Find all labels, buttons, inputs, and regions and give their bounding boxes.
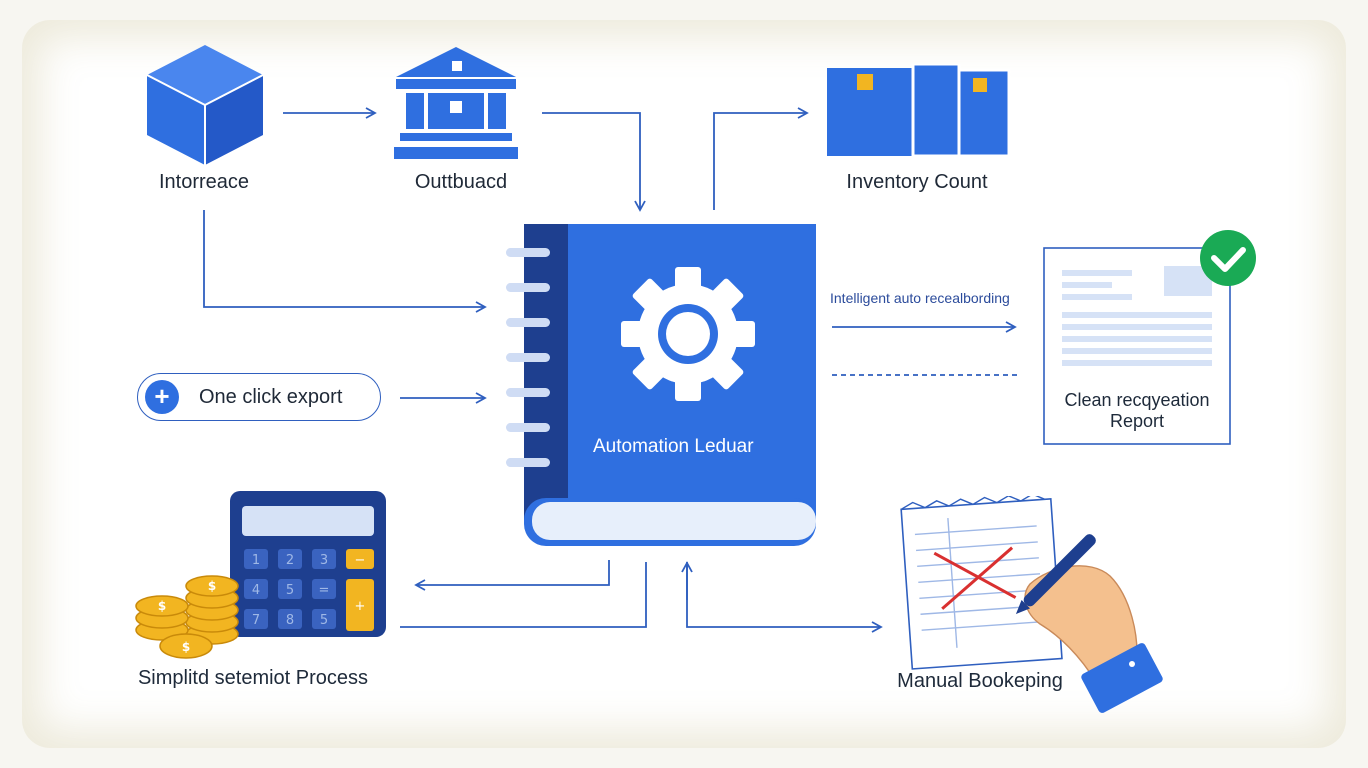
calculator-key: [278, 549, 302, 569]
pen-icon: [1015, 534, 1096, 615]
calculator-key: [278, 609, 302, 629]
clean-report-line-1: Clean recqyeation: [1064, 390, 1210, 410]
coins-icon: $ $ $: [135, 575, 239, 659]
hand-icon: [1024, 565, 1163, 713]
calculator-icon: 1 2 3 − 4 5 = +7 8 5: [230, 491, 386, 637]
calculator-key-label: 4: [252, 583, 260, 598]
ledger-book-icon: [506, 224, 816, 546]
calculator-key: [346, 549, 374, 569]
cube-icon: [146, 45, 264, 165]
report-document-icon: [1043, 230, 1256, 445]
manual-bookkeeping-illustration: [900, 496, 1163, 713]
calculator-key: [312, 609, 336, 629]
boxes-icon: [827, 64, 1011, 158]
arrow-ledger-to-calculator: [414, 560, 610, 591]
gear-icon: [621, 267, 755, 401]
node-outtbuacd-label: Outtbuacd: [414, 171, 508, 193]
calculator-key-label: +: [355, 599, 366, 614]
checkmark-icon: [1200, 230, 1256, 286]
intelligent-note-label: Intelligent auto recealbording: [830, 290, 1010, 306]
svg-text:$: $: [158, 599, 166, 613]
calculator-key: [244, 579, 268, 599]
node-intorreace-label: Intorreace: [158, 171, 250, 193]
cross-mark: [933, 546, 1017, 610]
arrow-intorreace-to-ledger: [203, 210, 487, 313]
calculator-key: [278, 579, 302, 599]
calculator-key-label: −: [355, 553, 366, 568]
calculator-key-label: 3: [320, 553, 328, 568]
arrow-ledger-to-manual: [686, 562, 883, 633]
calculator-key: [312, 579, 336, 599]
calculator-key: [312, 549, 336, 569]
one-click-export-button[interactable]: + One click export: [137, 373, 381, 421]
clean-report-label: Clean recqyeation Report: [1064, 390, 1209, 432]
arrow-outtbuacd-to-ledger: [542, 112, 646, 212]
calculator-key: [244, 609, 268, 629]
ledger-title: Automation Leduar: [593, 436, 754, 457]
calculator-key-label: 5: [320, 613, 328, 628]
bank-icon: [394, 47, 518, 159]
svg-text:$: $: [182, 640, 190, 654]
plus-icon: +: [145, 380, 179, 414]
calculator-key-label: 5: [286, 583, 294, 598]
manual-bookkeeping-label: Manual Bookeping: [897, 670, 1063, 692]
arrow-ledger-to-inventory: [713, 107, 809, 210]
svg-text:$: $: [208, 579, 216, 593]
arrow-calculator-to-ledger: [400, 562, 647, 628]
node-inventory-count-label: Inventory Count: [846, 171, 988, 193]
one-click-export-label: One click export: [199, 385, 343, 408]
calculator-key-label: 7: [252, 613, 260, 628]
calculator-key-label: 1: [252, 553, 260, 568]
clean-report-line-2: Report: [1109, 411, 1165, 431]
simplified-process-label: Simplitd setemiot Process: [137, 667, 369, 689]
calculator-key: [244, 549, 268, 569]
calculator-key-label: 8: [286, 613, 294, 628]
calculator-key-label: 2: [286, 553, 294, 568]
calculator-key-label: =: [319, 583, 330, 598]
calculator-key: [346, 579, 374, 631]
